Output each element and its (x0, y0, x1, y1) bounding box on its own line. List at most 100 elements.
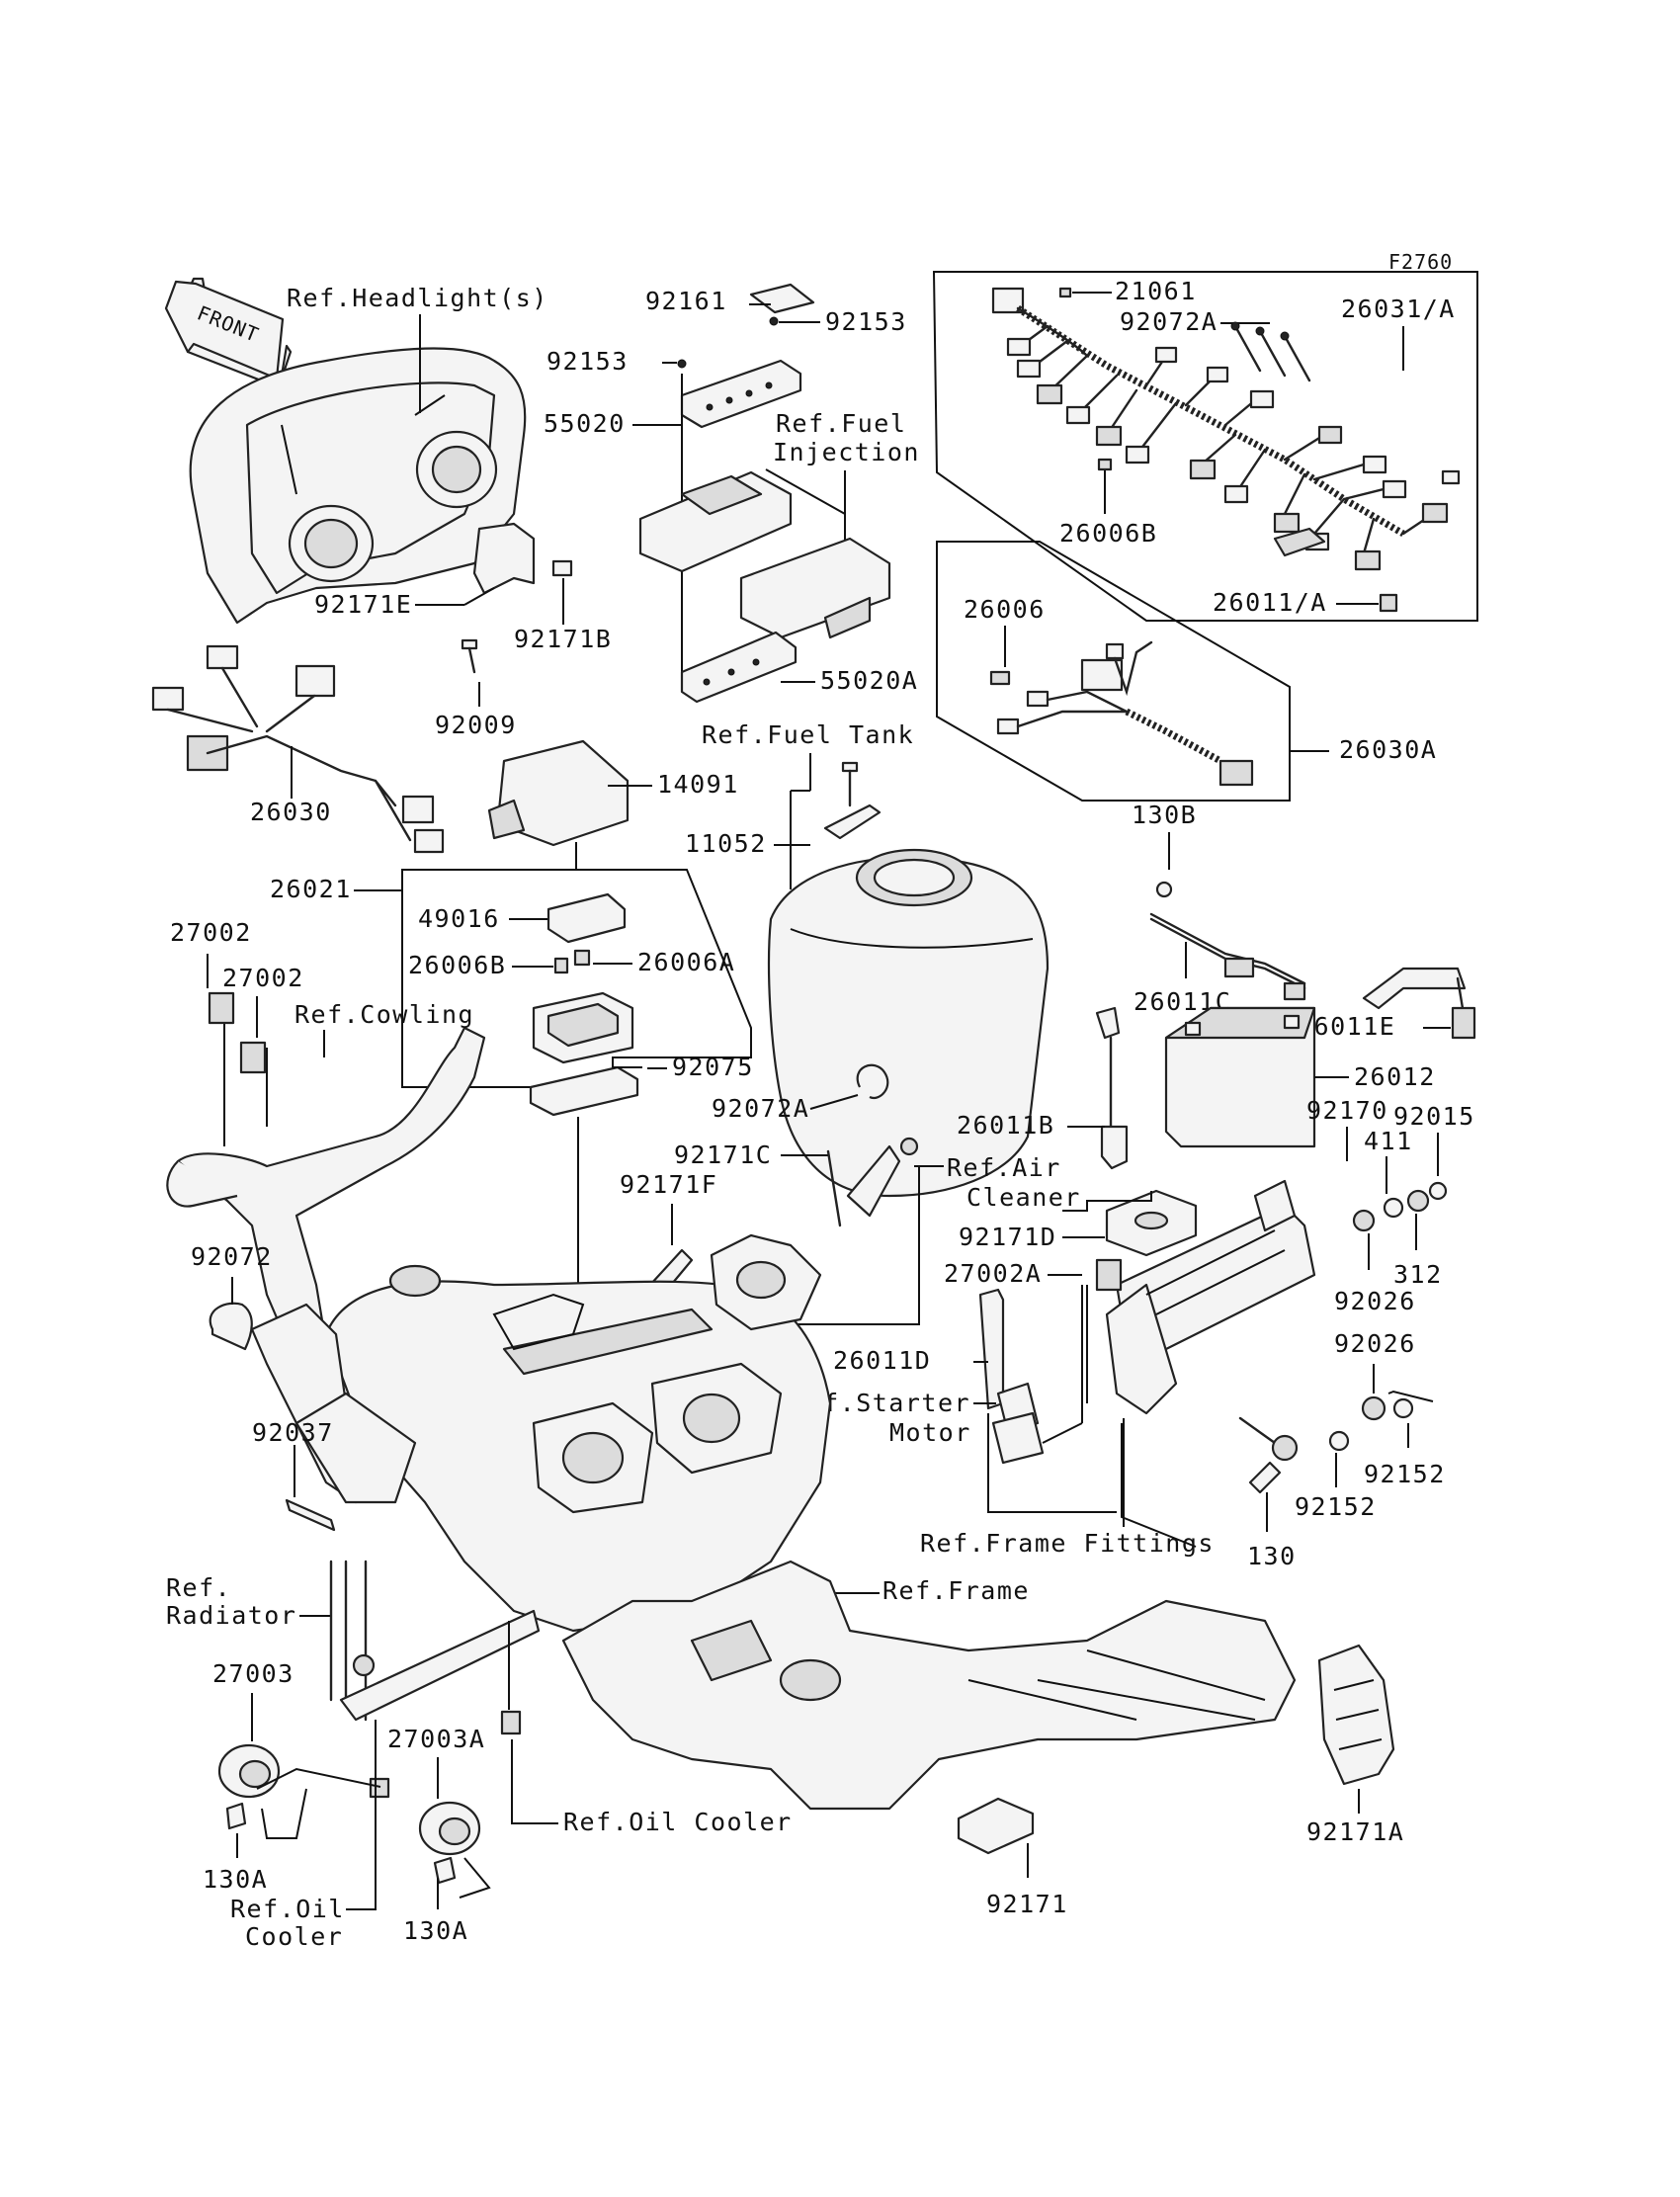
ecu-cover (638, 470, 793, 573)
relay-box (532, 991, 634, 1064)
fuel-tank (767, 848, 1050, 1198)
diagram-code: F2760 (1388, 250, 1453, 274)
washer-92152-a (1328, 1430, 1350, 1452)
horn-27003a (418, 1801, 481, 1885)
starter-relay-26011d (978, 1288, 1045, 1465)
label-26021: 26021 (270, 875, 352, 903)
label-26012: 26012 (1354, 1062, 1436, 1091)
label-92153-left: 92153 (546, 347, 629, 376)
relay-cover-14091 (487, 739, 630, 847)
label-312: 312 (1393, 1260, 1443, 1289)
frame-subframe (166, 1026, 486, 1504)
headlight-assembly (189, 347, 527, 625)
relay-27002a (1095, 1258, 1123, 1292)
connector-26011a (1379, 593, 1398, 613)
connector-26006b (1097, 458, 1113, 471)
label-ref-fuel-injection-1: Ref.Fuel (776, 409, 906, 438)
label-ref-fuel-injection-2: Injection (773, 438, 920, 466)
label-130a-right: 130A (403, 1916, 468, 1945)
label-ref-headlight: Ref.Headlight(s) (287, 284, 548, 312)
grommet-92026-a (1352, 1209, 1376, 1232)
bracket-92171d (1105, 1189, 1198, 1257)
connector-26006 (989, 670, 1011, 686)
battery-26012 (1164, 1006, 1316, 1148)
horn-bracket (369, 1777, 390, 1799)
label-27003: 27003 (212, 1659, 294, 1688)
relay-27002-b (239, 1041, 267, 1074)
label-ref-fuel-tank: Ref.Fuel Tank (702, 720, 914, 749)
leader-frame-fittings (1121, 1423, 1197, 1548)
label-27003a: 27003A (387, 1725, 485, 1753)
label-92171c: 92171C (674, 1141, 772, 1169)
label-ref-radiator-1: Ref. (166, 1573, 231, 1602)
clamp-92072 (209, 1302, 253, 1351)
label-26011a: 26011/A (1213, 588, 1327, 617)
label-ref-air-cleaner-1: Ref.Air (947, 1153, 1061, 1182)
cover-92171a (1317, 1644, 1395, 1786)
label-ref-starter-motor-2: Motor (889, 1418, 971, 1447)
label-92026-a: 92026 (1334, 1287, 1416, 1315)
radiator (329, 1560, 541, 1722)
label-92037: 92037 (252, 1418, 334, 1447)
main-harness-26031 (991, 287, 1461, 571)
label-92072a-top: 92072A (1120, 307, 1218, 336)
label-ref-cowling: Ref.Cowling (294, 1000, 474, 1029)
bolt-130 (1238, 1416, 1299, 1494)
label-27002a: 27002A (944, 1259, 1042, 1288)
grommet-92026-b (1361, 1395, 1386, 1421)
front-arrow-icon: FRONT (164, 277, 293, 389)
label-sheet-92161 (749, 283, 815, 314)
label-26011d: 26011D (833, 1346, 931, 1375)
pad-92171 (957, 1797, 1035, 1855)
main-harness-group-outline (932, 271, 1478, 622)
oil-cooler-bracket (500, 1710, 522, 1735)
screw-icon (677, 359, 687, 369)
label-ref-air-cleaner-2: Cleaner (966, 1183, 1081, 1212)
label-ref-frame-fittings: Ref.Frame Fittings (920, 1529, 1215, 1558)
label-92009: 92009 (435, 711, 517, 739)
ecu-bracket-upper (680, 359, 802, 429)
sub-harness-26030 (151, 644, 445, 854)
label-ref-oil-cooler-right: Ref.Oil Cooler (563, 1808, 793, 1836)
label-92171a: 92171A (1306, 1817, 1404, 1846)
cable-26011c (1149, 881, 1306, 1001)
label-55020: 55020 (544, 409, 626, 438)
fuse-92075 (529, 1065, 639, 1117)
label-130a-left: 130A (203, 1865, 268, 1894)
label-92152-b: 92152 (1364, 1460, 1446, 1488)
label-411: 411 (1364, 1127, 1413, 1155)
connector-26006b-mid (553, 957, 569, 974)
cable-26011b (1095, 1006, 1129, 1170)
label-92072: 92072 (191, 1242, 273, 1271)
fuse-icon (1058, 287, 1072, 298)
label-ref-frame: Ref.Frame (882, 1576, 1030, 1605)
label-92171f: 92171F (620, 1170, 717, 1199)
ecu-bracket-lower (680, 631, 798, 704)
label-55020a: 55020A (820, 666, 918, 695)
label-92161: 92161 (645, 287, 727, 315)
label-49016: 49016 (418, 904, 500, 933)
strip-92037 (285, 1498, 336, 1532)
cable-26011e (1362, 967, 1476, 1040)
fuse-box-cover-49016 (546, 892, 627, 944)
label-26006b-mid: 26006B (408, 951, 506, 979)
label-92152-a: 92152 (1295, 1492, 1377, 1521)
label-27002-a: 27002 (170, 918, 252, 947)
harness-26030a (996, 640, 1254, 787)
label-11052: 11052 (685, 829, 767, 858)
label-92075: 92075 (672, 1053, 754, 1081)
label-14091: 14091 (657, 770, 739, 799)
nut-312 (1406, 1189, 1430, 1213)
label-92171: 92171 (986, 1890, 1068, 1918)
label-26006: 26006 (964, 595, 1046, 624)
label-130b: 130B (1132, 801, 1197, 829)
label-26031: 26031/A (1341, 295, 1456, 323)
label-26006b-top: 26006B (1059, 519, 1157, 548)
label-ref-radiator-2: Radiator (166, 1601, 296, 1630)
relay-27002-a (208, 991, 235, 1025)
label-26011b: 26011B (957, 1111, 1054, 1140)
bolt-92009 (461, 638, 478, 674)
label-92171b: 92171B (514, 625, 612, 653)
label-92171d: 92171D (959, 1223, 1056, 1251)
